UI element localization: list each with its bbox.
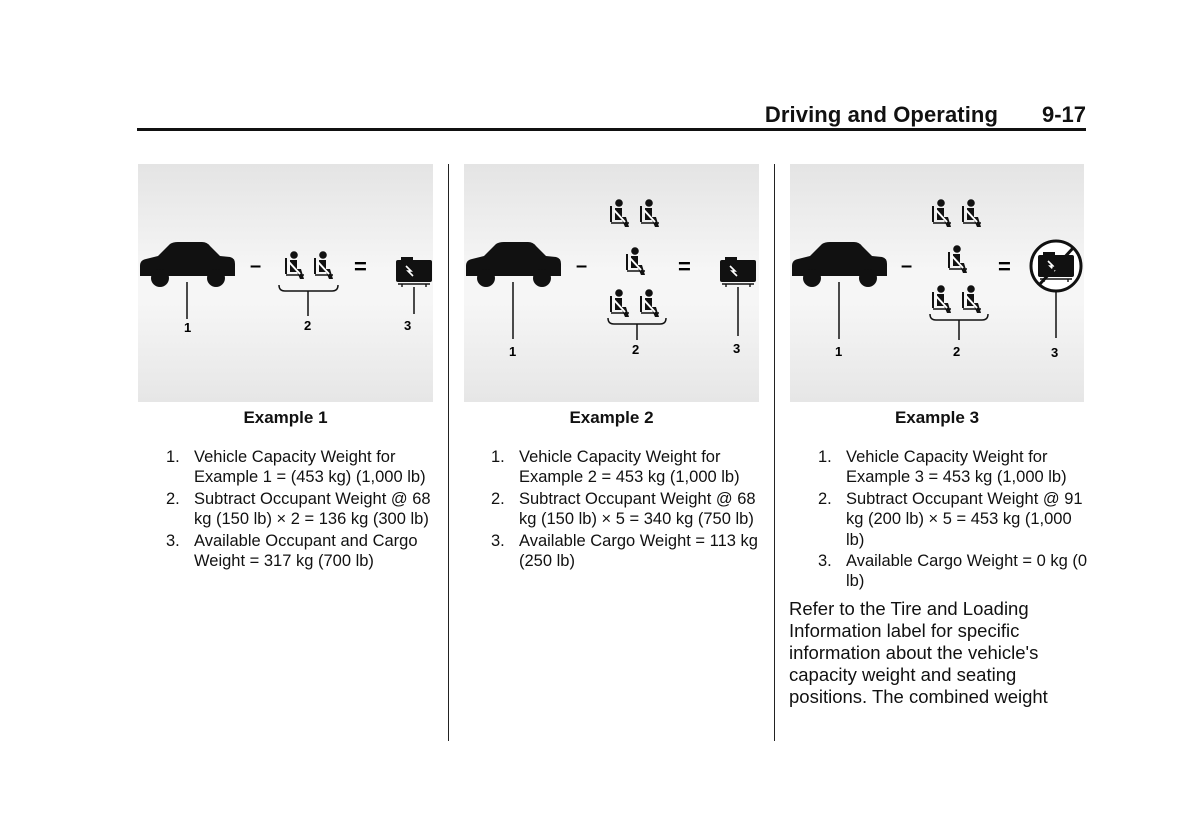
callout-1: 1 [184,320,191,335]
loading-info-note: Refer to the Tire and Loading Informatio… [789,598,1048,707]
example-1-steps: 1.Vehicle Capacity Weight for Example 1 … [166,447,441,572]
example-3-caption: Example 3 [894,408,980,427]
callout-2: 2 [632,342,639,357]
seated-occupant-icon [609,198,630,228]
list-item: 1.Vehicle Capacity Weight for Example 1 … [166,448,426,487]
header-rule [137,128,1086,131]
seated-occupant-icon [931,284,952,314]
equals-sign: = [678,254,691,279]
no-cargo-icon [1029,239,1083,293]
minus-sign: – [250,255,261,277]
car-icon [140,242,235,287]
minus-sign: – [576,255,587,277]
page-header: Driving and Operating 9-17 [137,100,1086,130]
seated-occupant-icon [284,250,305,280]
example-2-steps: 1.Vehicle Capacity Weight for Example 2 … [491,447,767,572]
list-item: 2.Subtract Occupant Weight @ 68 kg (150 … [491,489,756,529]
example-1-figure: 1 – 2 = 3 [138,164,433,402]
list-item: 2.Subtract Occupant Weight @ 91 kg (200 … [818,489,1083,549]
car-icon [792,242,887,287]
callout-1: 1 [835,344,842,359]
example-2-caption: Example 2 [569,408,654,427]
seated-occupant-icon [609,288,630,318]
callout-3: 3 [1051,345,1058,360]
seated-occupant-icon [961,284,982,314]
column-divider [774,164,775,741]
callout-3: 3 [733,341,740,356]
list-item: 3.Available Occupant and Cargo Weight = … [166,531,418,571]
seated-occupant-icon [313,250,334,280]
equals-sign: = [354,254,367,279]
minus-sign: – [901,255,912,277]
equals-sign: = [998,254,1011,279]
seated-occupant-icon [961,198,982,228]
list-item: 2.Subtract Occupant Weight @ 68 kg (150 … [166,489,431,529]
example-3-figure: 1 – 2 = 3 [790,164,1084,402]
car-icon [466,242,561,287]
seated-occupant-icon [931,198,952,228]
list-item: 3.Available Cargo Weight = 113 kg (250 l… [491,531,758,571]
seated-occupant-icon [639,288,660,318]
page-number: 9-17 [1041,102,1086,127]
list-item: 1.Vehicle Capacity Weight for Example 3 … [818,448,1067,487]
seated-occupant-icon [625,246,646,276]
example-3-steps: 1.Vehicle Capacity Weight for Example 3 … [818,447,1090,593]
list-item: 3.Available Cargo Weight = 0 kg (0 lb) [818,552,1088,591]
cargo-luggage-icon [395,256,433,288]
callout-2: 2 [953,344,960,359]
list-item: 1.Vehicle Capacity Weight for Example 2 … [491,448,740,487]
callout-1: 1 [509,344,516,359]
callout-3: 3 [404,318,411,333]
cargo-luggage-icon [719,256,757,288]
example-1-caption: Example 1 [243,408,328,427]
callout-2: 2 [304,318,311,333]
seated-occupant-icon [947,244,968,274]
seated-occupant-icon [639,198,660,228]
column-divider [448,164,449,741]
example-2-figure: 1 – 2 = 3 [464,164,759,402]
section-title: Driving and Operating [764,102,998,127]
